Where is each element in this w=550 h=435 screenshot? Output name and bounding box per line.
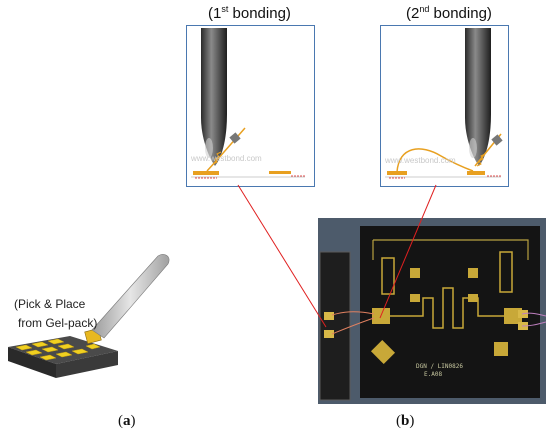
first-bonding-illustration [191,28,305,179]
gel-pads [15,338,101,361]
wire-clamp [491,134,503,146]
first-bonding-title: (1st bonding) [208,4,291,22]
pick-place-label-line1: (Pick & Place [14,297,86,311]
gel-pack-front [8,347,56,378]
watermark-first: www.westbond.com [191,154,262,163]
bond-wire-loop [396,148,474,173]
pick-place-label-line2: from Gel-pack) [18,316,98,330]
caption-a: (a) [118,413,136,429]
second-bonding-inset: www.westbond.com [380,25,509,187]
pick-tool [91,254,170,339]
gel-pack-side [56,351,118,378]
gel-pack-illustration [8,254,170,378]
bond-pad-right [467,171,485,175]
caption-b: (b) [396,413,415,429]
wire-spring [212,151,222,165]
wire-clamp [229,132,241,144]
capillary-tool [465,28,491,166]
second-bonding-illustration [385,28,503,179]
connector-second [379,184,437,319]
second-bonding-title: (2nd bonding) [406,4,492,22]
connector-first [237,184,327,328]
chip-marking-line2: E.A08 [424,371,442,378]
first-bonding-inset: www.westbond.com [186,25,315,187]
watermark-second: www.westbond.com [385,156,456,165]
wire-spring [476,153,486,167]
bond-pad-right [269,171,291,174]
capillary-tool [201,28,227,166]
bond-pad-left [193,171,219,175]
bond-pad-left [387,171,407,175]
chip-marking-line1: DGN / LIN0826 [416,363,463,370]
rf-line [388,287,510,329]
